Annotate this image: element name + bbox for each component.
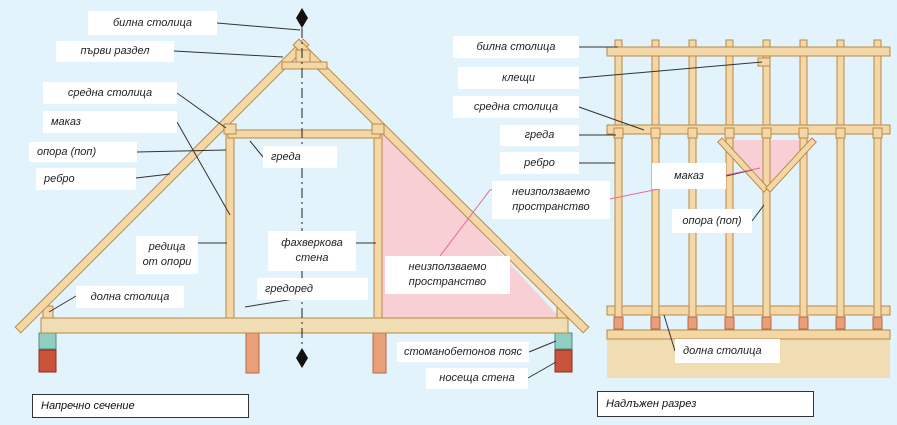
beam-end-4	[724, 127, 735, 139]
leader-beam	[249, 140, 264, 158]
middle-purlin-long	[606, 124, 891, 135]
rafter-column-1	[614, 39, 623, 323]
leader-strut	[176, 121, 231, 216]
floor-beam-top	[606, 305, 891, 316]
leader-rc-belt	[528, 340, 557, 353]
label-rafter: ребро	[36, 168, 136, 190]
floor-joist-6	[798, 316, 809, 330]
floor-beam-bottom	[606, 329, 891, 340]
floor-beam	[40, 317, 569, 334]
beam-end-8	[872, 127, 883, 139]
rafter-column-4	[725, 39, 734, 323]
leader-first-section	[173, 50, 284, 58]
label-strut-long: маказ	[652, 163, 726, 189]
beam-end-1	[613, 127, 624, 139]
label-collar: клещи	[458, 67, 579, 89]
ridge-purlin	[295, 49, 311, 63]
floor-joist-3	[687, 316, 698, 330]
leader-post	[136, 149, 227, 153]
first-section-collar	[281, 61, 328, 70]
label-unused-space-cross: неизползваемо пространство	[385, 256, 510, 294]
label-post-row: редица от опори	[136, 236, 198, 274]
label-truss-wall: фахверкова стена	[268, 231, 356, 271]
label-ridge-purlin-long: билна столица	[453, 36, 579, 58]
rc-belt-right	[554, 332, 573, 350]
bearing-wall-right	[554, 349, 573, 373]
floor-joist-7	[835, 316, 846, 330]
label-post: опора (поп)	[29, 142, 137, 162]
cross-section-drawing	[14, 8, 590, 374]
label-wall-plate-long: долна столица	[675, 339, 780, 363]
floor-joist-8	[872, 316, 883, 330]
label-beam-long: греда	[500, 125, 579, 146]
label-ridge-purlin: билна столица	[88, 11, 217, 35]
rc-belt-left	[38, 332, 57, 350]
floor-joist-4	[724, 316, 735, 330]
label-rc-belt: стоманобетонов пояс	[397, 342, 529, 362]
leader-middle-purlin-long	[578, 106, 645, 131]
label-bearing-wall: носеща стена	[426, 368, 528, 389]
beam-end-3	[687, 127, 698, 139]
floor-joist-2	[650, 316, 661, 330]
middle-purlin-left	[223, 123, 237, 135]
floor-joist-1	[613, 316, 624, 330]
label-unused-space-long: неизползваемо пространство	[492, 181, 610, 219]
leader-rafter	[135, 173, 171, 179]
label-floor-beam: гредоред	[257, 278, 368, 300]
middle-purlin-right	[371, 123, 385, 135]
rafter-column-7	[836, 39, 845, 323]
label-rafter-long: ребро	[500, 152, 579, 174]
post-left	[225, 125, 235, 320]
bearing-wall-left	[38, 349, 57, 373]
rafter-right	[292, 38, 590, 334]
beam-end-7	[835, 127, 846, 139]
leader-post-long	[751, 204, 765, 222]
section-cut-marker-icon	[296, 348, 308, 368]
leader-collar	[578, 61, 763, 79]
caption-longitudinal-section: Надлъжен разрез	[597, 391, 814, 417]
label-post-long: опора (поп)	[672, 209, 752, 233]
rafter-column-5	[762, 39, 771, 323]
floor-joist-5	[761, 316, 772, 330]
label-middle-purlin-long: средна столица	[453, 96, 579, 118]
ceiling-post-left	[245, 332, 260, 374]
label-first-section: първи раздел	[56, 41, 174, 62]
beam-end-5	[761, 127, 772, 139]
collar-beam	[227, 129, 381, 139]
leader-wall-plate-long	[663, 314, 676, 352]
label-beam: греда	[263, 146, 337, 168]
label-wall-plate-cross: долна столица	[76, 286, 184, 308]
leader-bearing-wall	[527, 361, 557, 379]
strut-right	[765, 137, 817, 193]
leader-ridge-purlin	[216, 22, 301, 31]
caption-cross-section: Напречно сечение	[32, 394, 249, 418]
post-right	[373, 125, 383, 320]
rafter-column-8	[873, 39, 882, 323]
rafter-column-6	[799, 39, 808, 323]
leader-middle-purlin	[176, 92, 227, 129]
beam-end-2	[650, 127, 661, 139]
rafter-left	[14, 38, 310, 334]
leader-wall-plate	[48, 295, 77, 313]
ridge-purlin-long	[606, 46, 891, 57]
label-strut: маказ	[43, 111, 177, 133]
beam-end-6	[798, 127, 809, 139]
section-cut-marker-icon	[296, 8, 308, 28]
label-middle-purlin: средна столица	[43, 82, 177, 104]
ceiling-post-right	[372, 332, 387, 374]
